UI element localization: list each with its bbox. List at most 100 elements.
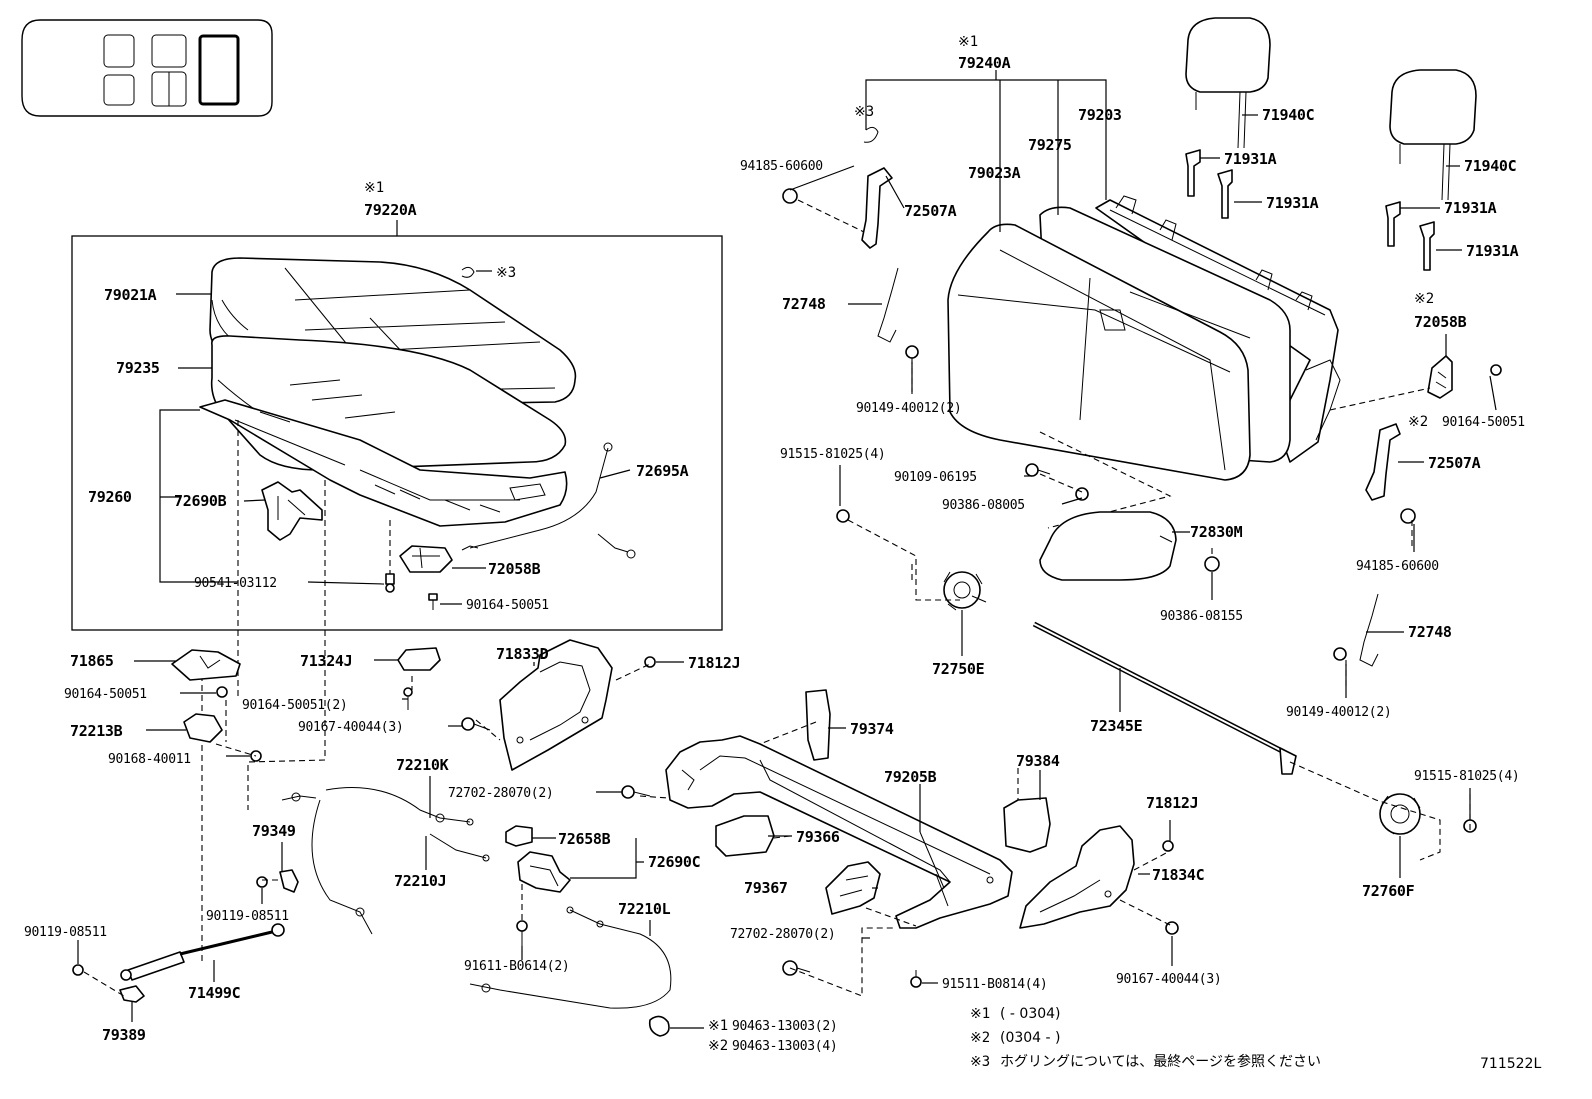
label-91515-b: 91515-81025(4) — [1414, 769, 1519, 784]
bolt-91511 — [910, 970, 922, 988]
note-2-text: (0304 - ) — [1000, 1030, 1061, 1046]
spring-72748-right — [1359, 593, 1379, 667]
cable-72210J — [311, 799, 373, 935]
cushion-wire — [469, 447, 609, 549]
rod-72345E — [1032, 621, 1297, 775]
cover-71865 — [171, 649, 241, 681]
label-90164-2: 90164-50051(2) — [242, 698, 347, 713]
gas-strut-71499C — [120, 923, 285, 981]
clip-71812J-b — [1162, 840, 1174, 852]
label-91611: 91611-B0614(2) — [464, 959, 569, 974]
nut-94185-right — [1400, 508, 1416, 524]
label-79275: 79275 — [1028, 136, 1072, 154]
label-71834C: 71834C — [1152, 866, 1204, 884]
label-90541: 90541-03112 — [194, 576, 277, 591]
label-72058B-top: 72058B — [1414, 313, 1467, 331]
label-79235: 79235 — [116, 359, 160, 377]
label-71812J-b: 71812J — [1146, 794, 1198, 812]
nut-94185-left — [782, 188, 798, 204]
label-79389: 79389 — [102, 1026, 146, 1044]
label-79384: 79384 — [1016, 752, 1060, 770]
label-90164-50051-right: 90164-50051 — [1442, 415, 1525, 430]
lock-72690C — [517, 851, 571, 893]
label-72830M: 72830M — [1190, 523, 1243, 541]
label-72210K: 72210K — [396, 756, 449, 774]
bracket-79389 — [119, 985, 145, 1003]
label-71931A-b: 71931A — [1266, 194, 1319, 212]
bolt-90119-a — [72, 964, 84, 976]
label-90119-b: 90119-08511 — [206, 909, 289, 924]
marker-m1-90463: ※1 — [708, 1018, 728, 1034]
label-79366: 79366 — [796, 828, 840, 846]
bolt-91611 — [516, 920, 528, 946]
label-72695A: 72695A — [636, 462, 689, 480]
label-71940C-a: 71940C — [1262, 106, 1314, 124]
hog-ring-90463 — [648, 1015, 670, 1037]
trim-79366 — [715, 815, 775, 857]
marker-m2-90463: ※2 — [708, 1038, 728, 1054]
label-71940C-b: 71940C — [1464, 157, 1516, 175]
label-90168: 90168-40011 — [108, 752, 191, 767]
bolt-90164-right — [1490, 364, 1502, 376]
trim-79384 — [1003, 797, 1051, 853]
marker-m2-90164: ※2 — [1408, 414, 1428, 430]
label-94185-60600-b: 94185-60600 — [1356, 559, 1439, 574]
label-72507A-b: 72507A — [1428, 454, 1481, 472]
spring-72748-left — [877, 267, 899, 343]
screw-90541 — [385, 573, 395, 593]
label-72748-b: 72748 — [1408, 623, 1452, 641]
note-1-marker: ※1 — [970, 1006, 990, 1022]
label-79205B: 79205B — [884, 768, 937, 786]
marker-m3-back: ※3 — [854, 104, 874, 120]
marker-m2-72058B: ※2 — [1414, 291, 1434, 307]
marker-m1-79220A: ※1 — [364, 180, 384, 196]
label-72748-a: 72748 — [782, 295, 826, 313]
label-79349: 79349 — [252, 822, 296, 840]
label-72658B: 72658B — [558, 830, 611, 848]
label-79023A: 79023A — [968, 164, 1021, 182]
label-79220A: 79220A — [364, 201, 417, 219]
label-90167-b: 90167-40044(3) — [1116, 972, 1221, 987]
diagram-code: 711522L — [1480, 1056, 1541, 1072]
seat-lock-top — [1427, 355, 1453, 399]
label-90167-a: 90167-40044(3) — [298, 720, 403, 735]
label-90463-a: 90463-13003(2) — [732, 1019, 837, 1034]
cable-72210K — [325, 787, 471, 823]
label-71812J-a: 71812J — [688, 654, 740, 672]
bolt-90149-left — [905, 345, 919, 359]
seat-frame-79205B — [665, 735, 1013, 929]
strap-72507A-right — [1365, 423, 1401, 501]
bolt-90109 — [1025, 463, 1051, 477]
note-2-marker: ※2 — [970, 1030, 990, 1046]
label-90164-cushion: 90164-50051 — [466, 598, 549, 613]
label-94185-60600-a: 94185-60600 — [740, 159, 823, 174]
label-71833D: 71833D — [496, 645, 549, 663]
label-71931A-a: 71931A — [1224, 150, 1277, 168]
label-72760F: 72760F — [1362, 882, 1415, 900]
hog-ring-symbol-cushion — [461, 266, 475, 278]
label-79367: 79367 — [744, 879, 788, 897]
cable-72210L — [469, 909, 672, 1009]
label-79203: 79203 — [1078, 106, 1122, 124]
label-72507A-a: 72507A — [904, 202, 957, 220]
label-90386-08005: 90386-08005 — [942, 498, 1025, 513]
label-90164-b: 90164-50051 — [64, 687, 147, 702]
label-90109: 90109-06195 — [894, 470, 977, 485]
bolt-72702-a — [621, 785, 635, 799]
armrest-72830M — [1039, 511, 1177, 581]
label-91511: 91511-B0814(4) — [942, 977, 1047, 992]
seat-cushion-frame — [199, 399, 568, 527]
bracket-72213B — [183, 713, 223, 743]
label-72210J: 72210J — [394, 872, 446, 890]
label-72210L: 72210L — [618, 900, 671, 918]
label-71499C: 71499C — [188, 984, 240, 1002]
recliner-72760F — [1379, 793, 1421, 835]
label-91515-a: 91515-81025(4) — [780, 447, 885, 462]
label-72690C: 72690C — [648, 853, 700, 871]
marker-m1-79240A: ※1 — [958, 34, 978, 50]
label-79240A: 79240A — [958, 54, 1011, 72]
headrest-guide-c — [1385, 201, 1401, 247]
hog-ring-symbol-back — [863, 126, 879, 143]
note-1-text: ( - 0304) — [1000, 1006, 1061, 1022]
